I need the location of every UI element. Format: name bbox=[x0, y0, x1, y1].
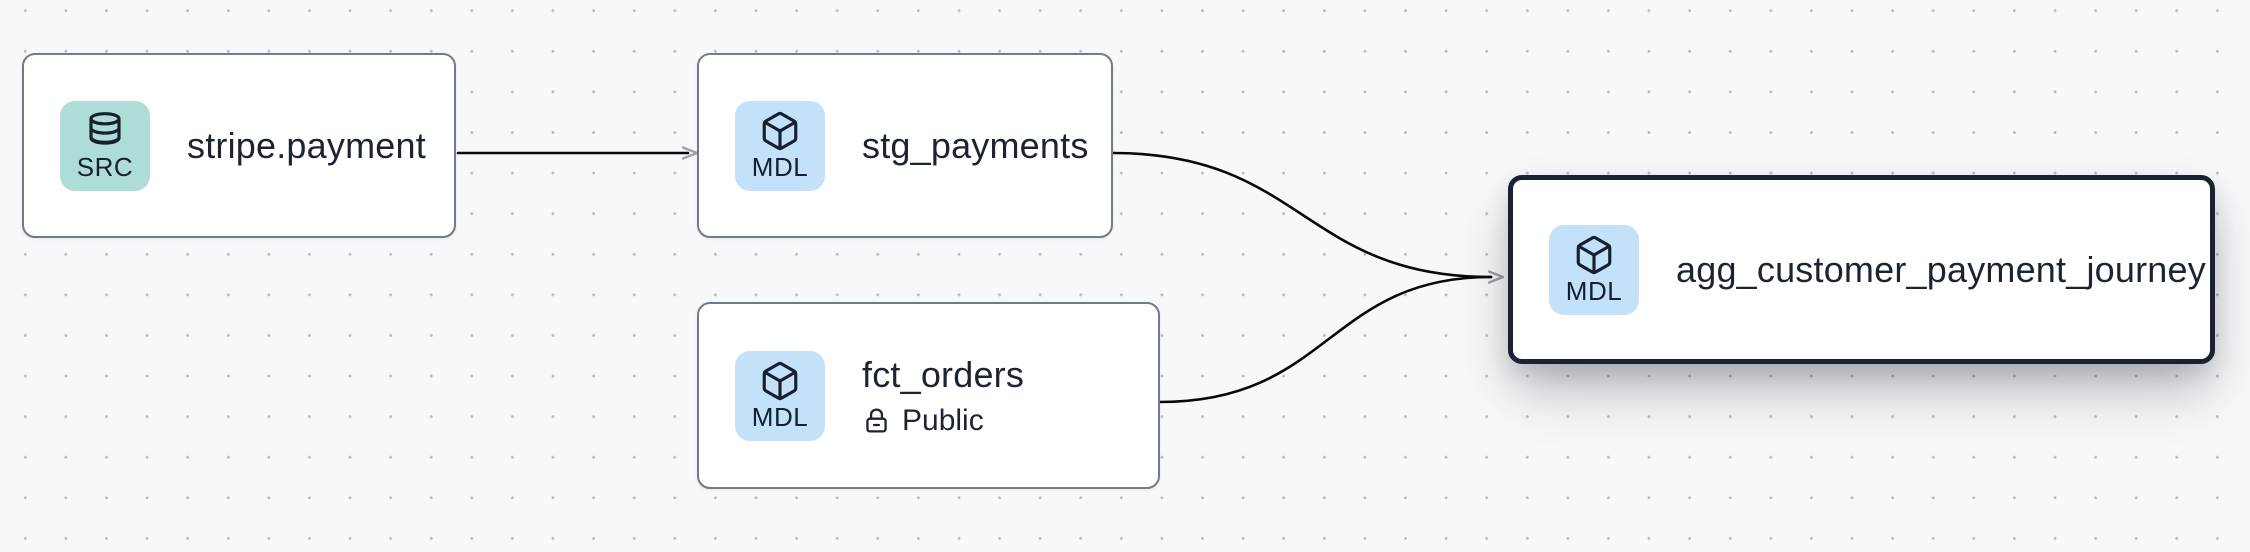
model-type-badge: MDL bbox=[735, 100, 825, 191]
cube-icon bbox=[762, 111, 798, 151]
source-type-badge: SRC bbox=[60, 100, 150, 191]
node-label: stg_payments bbox=[862, 124, 1089, 166]
visibility-label: Public bbox=[902, 403, 984, 437]
badge-label: MDL bbox=[1565, 276, 1623, 306]
badge-label: SRC bbox=[76, 152, 134, 182]
node-label: agg_customer_payment_journey bbox=[1676, 248, 2206, 290]
database-icon bbox=[89, 112, 121, 145]
node-label: fct_orders bbox=[862, 353, 1025, 395]
node-label: stripe.payment bbox=[187, 124, 426, 166]
cube-icon bbox=[762, 361, 798, 401]
edge-arrowhead bbox=[681, 146, 699, 160]
model-type-badge: MDL bbox=[1549, 224, 1639, 315]
visibility-row: Public bbox=[862, 404, 1024, 438]
lock-open-icon bbox=[866, 408, 887, 433]
node-stripe-payment[interactable]: SRC stripe.payment bbox=[22, 53, 456, 238]
cube-icon bbox=[1576, 235, 1612, 275]
edge-fct-to-agg bbox=[1158, 275, 1493, 404]
badge-label: MDL bbox=[751, 402, 809, 432]
node-agg-customer-payment-journey[interactable]: MDL agg_customer_payment_journey bbox=[1508, 175, 2215, 364]
badge-label: MDL bbox=[751, 152, 809, 182]
edge-stg-to-agg bbox=[1111, 151, 1493, 279]
node-fct-orders[interactable]: MDL fct_orders Public bbox=[697, 302, 1160, 489]
node-stg-payments[interactable]: MDL stg_payments bbox=[697, 53, 1113, 238]
edge-arrowhead bbox=[1487, 270, 1505, 284]
model-type-badge: MDL bbox=[735, 350, 825, 441]
